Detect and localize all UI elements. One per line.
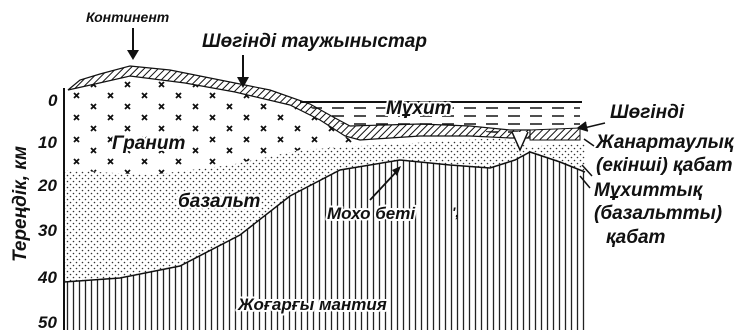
volcanic-layer-label-2: (екінші) қабат (596, 155, 733, 176)
oceanic-sediment-right (530, 128, 580, 140)
volcanic-layer-label-1: Жанартаулық (595, 132, 735, 153)
moho-label: Мохо беті (327, 204, 416, 223)
granite-label: Гранит (112, 133, 185, 154)
sedimentary-rocks-label: Шөгінді таужыныстар (202, 31, 427, 52)
depth-tick-10: 10 (38, 133, 57, 152)
oceanic-layer-label-1: Мұхиттық (594, 180, 704, 201)
depth-tick-40: 40 (37, 268, 57, 287)
oceanic-layer-label-3: қабат (606, 227, 666, 248)
basalt-label: базальт (178, 191, 260, 212)
arrow-icon (127, 28, 139, 60)
moho-mark: ', (452, 204, 459, 220)
depth-tick-30: 30 (38, 221, 57, 240)
sediment-label: Шөгінді (610, 102, 685, 123)
depth-axis-label: Тереңдік, км (10, 146, 31, 262)
ocean-label: Мұхит (386, 98, 452, 119)
upper-mantle-label: Жоғарғы мантия (237, 295, 387, 314)
oceanic-layer-label-2: (базальтты) (594, 203, 722, 224)
arrow-icon (237, 55, 249, 88)
depth-tick-0: 0 (48, 91, 58, 110)
depth-tick-20: 20 (37, 176, 57, 195)
continent-label: Континент (86, 9, 169, 25)
depth-tick-50: 50 (38, 313, 57, 330)
